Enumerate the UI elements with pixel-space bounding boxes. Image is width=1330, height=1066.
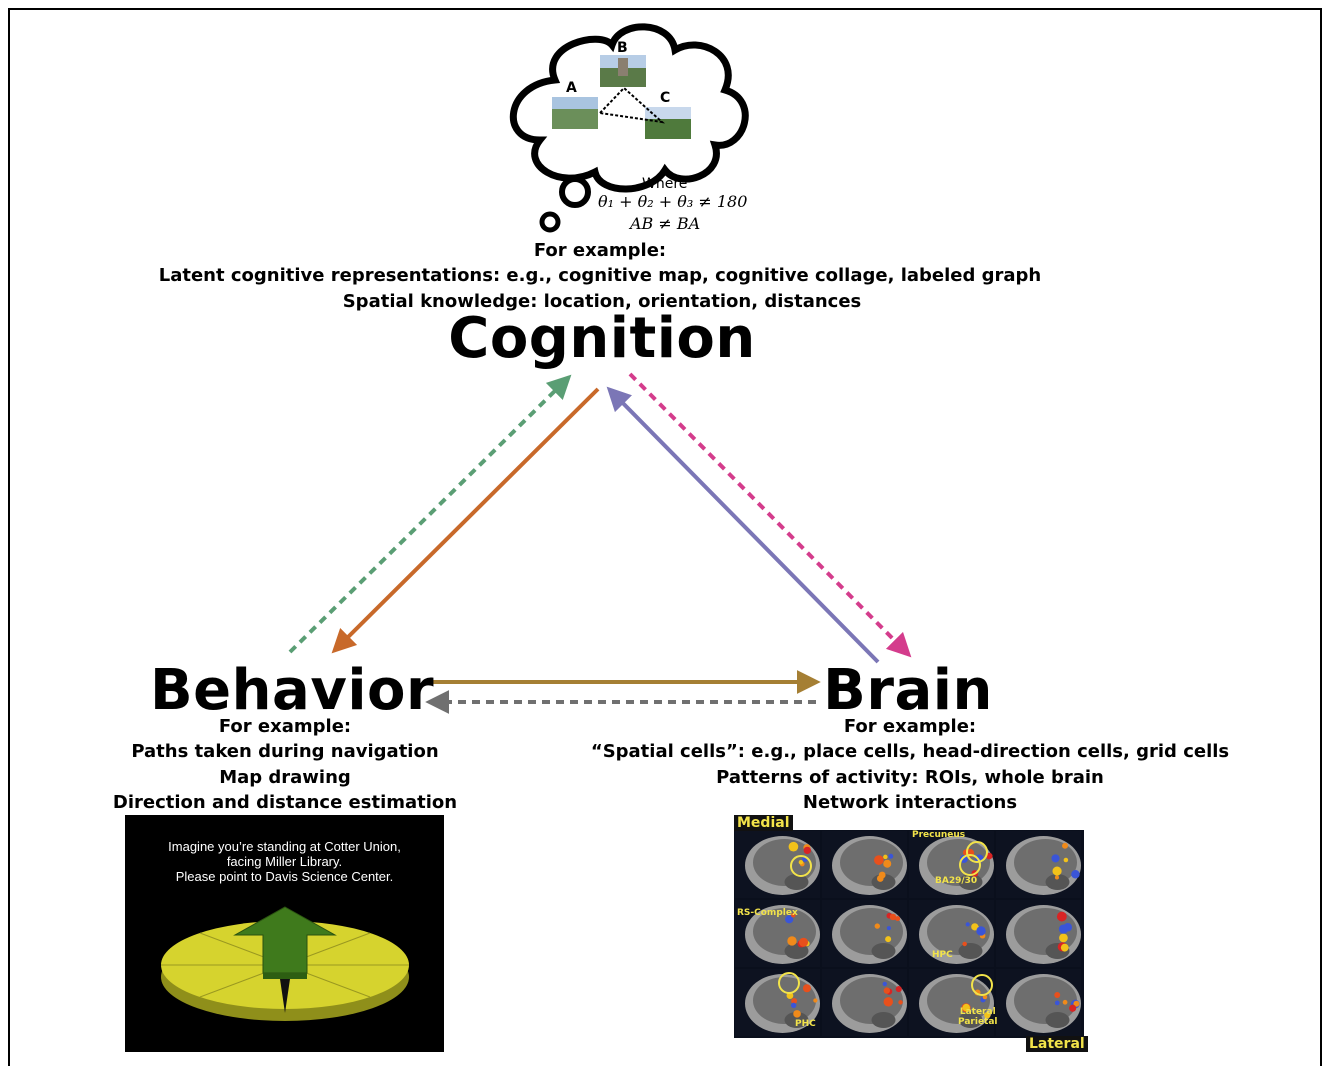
mri-label-lateral: Lateral bbox=[1026, 1036, 1088, 1052]
cognition-example-1: Latent cognitive representations: e.g., … bbox=[158, 265, 1042, 286]
mri-label-ba: BA29/30 bbox=[935, 876, 978, 886]
mri-label-phc: PHC bbox=[795, 1019, 816, 1029]
mri-slice bbox=[996, 969, 1081, 1036]
mri-label-precuneus: Precuneus bbox=[912, 830, 966, 840]
cognition-title: Cognition bbox=[448, 306, 756, 371]
mri-slice bbox=[822, 969, 907, 1036]
mri-label-medial: Medial bbox=[734, 815, 793, 831]
figure-frame bbox=[8, 8, 1322, 1066]
brain-examples-heading: For example: bbox=[843, 716, 977, 737]
brain-example-3: Network interactions bbox=[802, 792, 1018, 813]
cloud-where-label: Where bbox=[642, 176, 688, 192]
cloud-triangle bbox=[597, 86, 666, 124]
cloud-bubble-small bbox=[539, 211, 561, 233]
cloud-label-b: B bbox=[617, 40, 628, 56]
task-prompt-line-2: facing Miller Library. bbox=[226, 854, 343, 869]
brain-mri-grid bbox=[734, 830, 1084, 1038]
mri-slice bbox=[909, 831, 994, 898]
pointing-disc bbox=[161, 906, 409, 1021]
mri-slice bbox=[996, 900, 1081, 967]
arrow-cognition-to-behavior bbox=[331, 387, 600, 654]
roi-circle bbox=[790, 855, 812, 877]
mri-slice bbox=[909, 969, 994, 1036]
behavior-example-2: Map drawing bbox=[219, 767, 351, 788]
behavior-title: Behavior bbox=[150, 658, 435, 723]
cloud-equation-1: θ₁ + θ₂ + θ₃ ≠ 180 bbox=[598, 192, 748, 211]
mri-slice bbox=[735, 900, 820, 967]
task-prompt-line-1: Imagine you’re standing at Cotter Union, bbox=[168, 839, 401, 854]
cloud-label-c: C bbox=[660, 90, 671, 106]
arrow-cognition-to-brain bbox=[628, 372, 912, 658]
pointing-task-image: Imagine you’re standing at Cotter Union,… bbox=[125, 815, 444, 1052]
brain-title: Brain bbox=[823, 658, 993, 723]
cloud-label-a: A bbox=[566, 80, 577, 96]
mri-slice bbox=[735, 969, 820, 1036]
roi-circle bbox=[966, 841, 988, 863]
cognition-example-2: Spatial knowledge: location, orientation… bbox=[342, 291, 862, 312]
behavior-examples-heading: For example: bbox=[218, 716, 352, 737]
roi-circle bbox=[959, 854, 981, 876]
mri-label-lateral-parietal: Lateral Parietal bbox=[958, 1007, 998, 1027]
cloud-equation-2: AB ≠ BA bbox=[630, 214, 701, 233]
behavior-example-1: Paths taken during navigation bbox=[131, 741, 439, 762]
cognition-examples-heading: For example: bbox=[533, 240, 667, 261]
roi-circle bbox=[971, 974, 993, 996]
brain-example-1: “Spatial cells”: e.g., place cells, head… bbox=[590, 741, 1230, 762]
brain-example-2: Patterns of activity: ROIs, whole brain bbox=[716, 767, 1104, 788]
mri-slice bbox=[822, 831, 907, 898]
cloud-shape bbox=[509, 23, 749, 193]
cloud-bubble-large bbox=[559, 176, 591, 208]
behavior-example-3: Direction and distance estimation bbox=[112, 792, 458, 813]
thought-cloud bbox=[509, 23, 749, 233]
mri-panels bbox=[735, 831, 1081, 1036]
mri-slice bbox=[996, 831, 1081, 898]
mri-slice bbox=[909, 900, 994, 967]
arrow-behavior-to-cognition bbox=[288, 374, 572, 654]
mri-label-rs-complex: RS-Complex bbox=[737, 908, 798, 918]
mri-slice bbox=[735, 831, 820, 898]
mri-label-hpc: HPC bbox=[932, 950, 953, 960]
arrow-brain-to-cognition bbox=[606, 386, 880, 664]
roi-circle bbox=[778, 972, 800, 994]
arrows bbox=[288, 372, 912, 714]
mri-slice bbox=[822, 900, 907, 967]
task-prompt-line-3: Please point to Davis Science Center. bbox=[175, 869, 394, 884]
